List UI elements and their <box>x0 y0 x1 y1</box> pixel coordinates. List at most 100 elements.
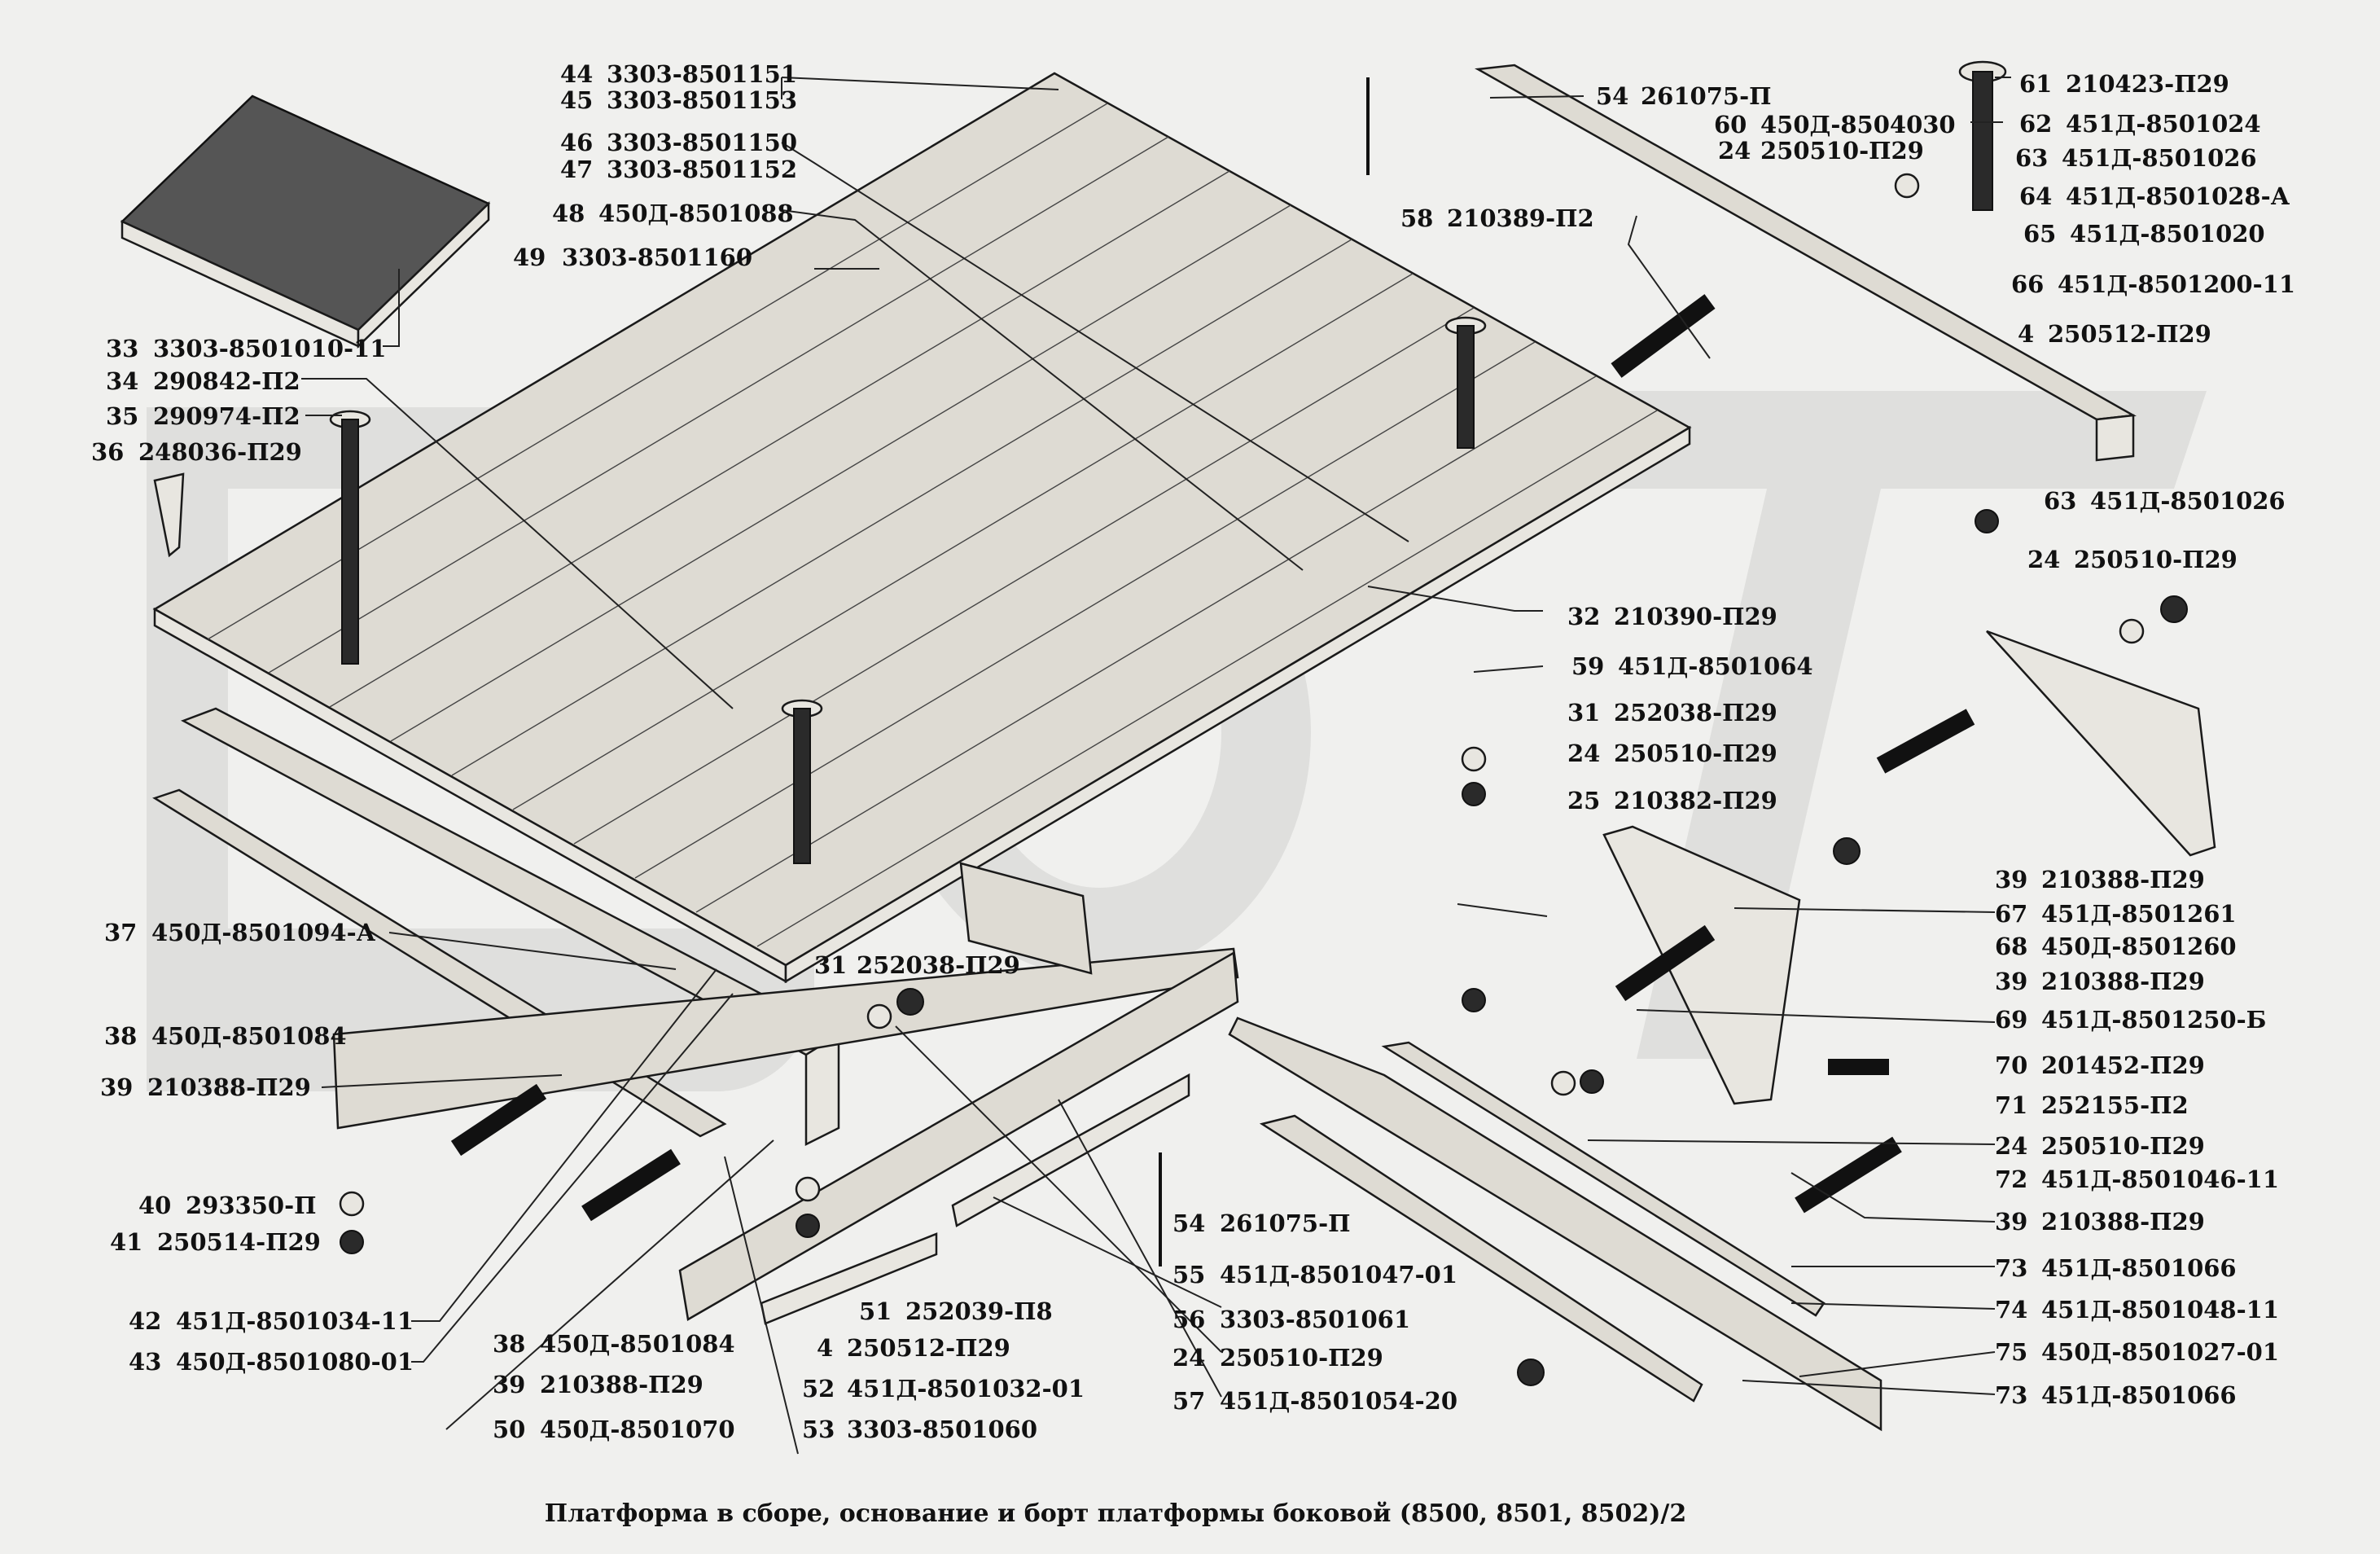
svg-text:451Д-8501034-11: 451Д-8501034-11 <box>176 1307 414 1335</box>
callout-63b: 63 <box>2044 487 2076 515</box>
callout-40: 40 <box>138 1192 171 1219</box>
svg-text:250514-П29: 250514-П29 <box>157 1228 321 1256</box>
callout-34: 34 <box>106 367 138 395</box>
svg-text:250512-П29: 250512-П29 <box>847 1334 1010 1362</box>
svg-text:252038-П29: 252038-П29 <box>1614 699 1777 727</box>
callout-60: 60 <box>1714 111 1747 138</box>
svg-text:451Д-8501048-11: 451Д-8501048-11 <box>2041 1296 2279 1324</box>
callout-58: 58 <box>1400 204 1433 232</box>
bolt-61 <box>1958 60 2007 211</box>
svg-text:290974-П2: 290974-П2 <box>153 402 300 430</box>
callout-47: 47 <box>560 156 593 183</box>
callout-39-right3: 39 <box>1995 1208 2027 1236</box>
svg-text:450Д-8501080-01: 450Д-8501080-01 <box>176 1348 414 1376</box>
callout-labels: 44 3303-8501151 45 3303-8501153 46 3303-… <box>91 60 2295 1443</box>
svg-text:451Д-8501046-11: 451Д-8501046-11 <box>2041 1166 2279 1193</box>
callout-38: 38 <box>104 1022 137 1050</box>
callout-45: 45 <box>560 86 593 114</box>
figure-caption: Платформа в сборе, основание и борт плат… <box>545 1499 1687 1528</box>
svg-text:250512-П29: 250512-П29 <box>2048 320 2211 348</box>
bolt-mid <box>781 699 823 864</box>
svg-text:250510-П29: 250510-П29 <box>2074 546 2238 573</box>
svg-text:451Д-8501066: 451Д-8501066 <box>2041 1381 2237 1409</box>
svg-text:451Д-8501032-01: 451Д-8501032-01 <box>847 1375 1085 1403</box>
callout-41: 41 <box>110 1228 142 1256</box>
callout-70: 70 <box>1995 1051 2027 1079</box>
callout-71: 71 <box>1995 1091 2027 1119</box>
svg-text:210388-П29: 210388-П29 <box>2041 968 2205 995</box>
svg-text:252039-П8: 252039-П8 <box>905 1297 1053 1325</box>
svg-text:248036-П29: 248036-П29 <box>138 438 302 466</box>
bolt-35 <box>329 410 371 665</box>
svg-text:451Д-8501261: 451Д-8501261 <box>2041 900 2237 928</box>
svg-text:451Д-8501064: 451Д-8501064 <box>1618 652 1813 680</box>
callout-39b: 39 <box>493 1371 525 1398</box>
callout-73b: 73 <box>1995 1381 2027 1409</box>
callout-54-top: 54 <box>1596 82 1628 110</box>
svg-text:451Д-8501066: 451Д-8501066 <box>2041 1254 2237 1282</box>
callout-55: 55 <box>1172 1261 1205 1288</box>
callout-72: 72 <box>1995 1166 2027 1193</box>
callout-52: 52 <box>802 1375 835 1403</box>
callout-53: 53 <box>802 1416 835 1443</box>
callout-33: 33 <box>106 335 138 362</box>
svg-text:210388-П29: 210388-П29 <box>540 1371 703 1398</box>
callout-37: 37 <box>104 919 137 946</box>
callout-56: 56 <box>1172 1306 1205 1333</box>
svg-text:450Д-8501084: 450Д-8501084 <box>151 1022 347 1050</box>
svg-text:451Д-8501054-20: 451Д-8501054-20 <box>1220 1387 1457 1415</box>
callout-39-right: 39 <box>1995 866 2027 893</box>
callout-4-right: 4 <box>2018 320 2034 348</box>
svg-text:450Д-8501094-А: 450Д-8501094-А <box>151 919 376 946</box>
callout-38b: 38 <box>493 1330 525 1358</box>
callout-65: 65 <box>2023 220 2056 248</box>
side-board-top <box>1475 64 2137 462</box>
callout-75: 75 <box>1995 1338 2027 1366</box>
callout-61: 61 <box>2019 70 2052 98</box>
svg-text:3303-8501060: 3303-8501060 <box>847 1416 1037 1443</box>
callout-44: 44 <box>560 60 593 88</box>
svg-text:250510-П29: 250510-П29 <box>2041 1132 2205 1160</box>
platform-deck <box>152 72 1692 984</box>
svg-text:261075-П: 261075-П <box>1220 1209 1351 1237</box>
callout-59: 59 <box>1571 652 1604 680</box>
svg-text:3303-8501061: 3303-8501061 <box>1220 1306 1410 1333</box>
svg-text:290842-П2: 290842-П2 <box>153 367 300 395</box>
svg-text:450Д-8501070: 450Д-8501070 <box>540 1416 735 1443</box>
svg-text:451Д-8501028-А: 451Д-8501028-А <box>2066 182 2290 210</box>
svg-text:451Д-8501200-11: 451Д-8501200-11 <box>2058 270 2295 298</box>
callout-67: 67 <box>1995 900 2027 928</box>
svg-text:3303-8501010-11: 3303-8501010-11 <box>153 335 386 362</box>
callout-31-mid: 31 <box>1567 699 1600 727</box>
svg-text:451Д-8501250-Б: 451Д-8501250-Б <box>2041 1006 2266 1034</box>
callout-66: 66 <box>2011 270 2044 298</box>
callout-25: 25 <box>1567 787 1600 814</box>
callout-4: 4 <box>817 1334 833 1362</box>
callout-36: 36 <box>91 438 124 466</box>
svg-text:451Д-8501026: 451Д-8501026 <box>2062 144 2257 172</box>
svg-text:293350-П: 293350-П <box>186 1192 317 1219</box>
svg-text:450Д-8501027-01: 450Д-8501027-01 <box>2041 1338 2279 1366</box>
svg-text:451Д-8501047-01: 451Д-8501047-01 <box>1220 1261 1457 1288</box>
callout-31: 31 <box>814 951 847 979</box>
fasteners <box>339 173 2188 1386</box>
svg-text:451Д-8501024: 451Д-8501024 <box>2066 110 2261 138</box>
svg-text:3303-8501151: 3303-8501151 <box>607 60 797 88</box>
callout-32: 32 <box>1567 603 1600 630</box>
callout-57: 57 <box>1172 1387 1205 1415</box>
svg-text:210388-П29: 210388-П29 <box>2041 1208 2205 1236</box>
svg-text:250510-П29: 250510-П29 <box>1220 1344 1383 1372</box>
svg-text:201452-П29: 201452-П29 <box>2041 1051 2205 1079</box>
callout-68: 68 <box>1995 933 2027 960</box>
svg-text:250510-П29: 250510-П29 <box>1760 137 1924 165</box>
bolt-58 <box>1444 316 1487 449</box>
callout-39-right2: 39 <box>1995 968 2027 995</box>
svg-text:210390-П29: 210390-П29 <box>1614 603 1777 630</box>
callout-64: 64 <box>2019 182 2052 210</box>
callout-54: 54 <box>1172 1209 1205 1237</box>
callout-35: 35 <box>106 402 138 430</box>
callout-42: 42 <box>129 1307 161 1335</box>
svg-text:3303-8501153: 3303-8501153 <box>607 86 797 114</box>
hinge-bracket-69 <box>1602 630 2216 1105</box>
svg-text:451Д-8501026: 451Д-8501026 <box>2090 487 2286 515</box>
